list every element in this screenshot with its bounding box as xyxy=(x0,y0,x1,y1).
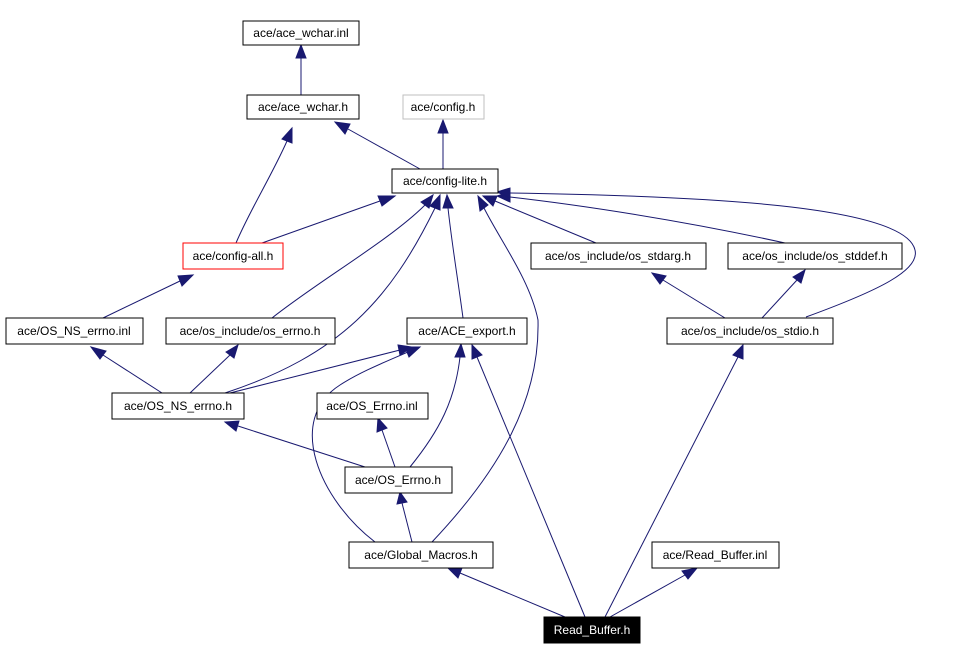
edge-os-stdio-to-os-stdarg xyxy=(650,272,726,319)
edge-global-macros-to-os-errno-h xyxy=(396,490,413,543)
edge-read-buffer-to-read-buffer-inl xyxy=(609,567,699,618)
node-os-include-os-errno-h[interactable]: ace/os_include/os_errno.h xyxy=(165,317,336,345)
node-label: ace/os_include/os_stddef.h xyxy=(742,249,887,263)
node-config-h[interactable]: ace/config.h xyxy=(402,94,485,120)
node-read-buffer-inl[interactable]: ace/Read_Buffer.inl xyxy=(651,541,780,569)
nodes: ace/ace_wchar.inl ace/ace_wchar.h ace/co… xyxy=(5,20,903,644)
node-config-all-h[interactable]: ace/config-all.h xyxy=(182,242,284,270)
edge-read-buffer-to-os-stdio xyxy=(604,343,744,618)
node-os-errno-inl[interactable]: ace/OS_Errno.inl xyxy=(316,392,429,420)
node-label: ace/ace_wchar.inl xyxy=(253,26,348,40)
node-os-stdarg-h[interactable]: ace/os_include/os_stdarg.h xyxy=(530,242,707,270)
node-label: Read_Buffer.h xyxy=(554,623,631,637)
edge-os-stddef-to-config-lite xyxy=(495,191,786,244)
node-os-ns-errno-h[interactable]: ace/OS_NS_errno.h xyxy=(111,392,245,420)
node-global-macros-h[interactable]: ace/Global_Macros.h xyxy=(348,541,494,569)
edge-read-buffer-to-global-macros xyxy=(446,567,566,618)
edge-os-errno-h-to-os-ns-errno-h xyxy=(223,420,366,468)
edge-os-errno-h-to-os-errno-inl xyxy=(376,416,396,468)
node-label: ace/Read_Buffer.inl xyxy=(663,548,768,562)
edge-os-ns-errno-h-to-inl xyxy=(89,346,163,394)
node-label: ace/os_include/os_errno.h xyxy=(180,324,321,338)
node-os-stdio-h[interactable]: ace/os_include/os_stdio.h xyxy=(666,317,834,345)
node-label: ace/OS_NS_errno.inl xyxy=(17,324,130,338)
node-label: ace/config-all.h xyxy=(193,249,274,263)
edges xyxy=(89,43,916,618)
node-config-lite-h[interactable]: ace/config-lite.h xyxy=(391,168,499,194)
node-label: ace/ace_wchar.h xyxy=(258,100,348,114)
node-label: ace/config.h xyxy=(411,100,476,114)
node-ace-export-h[interactable]: ace/ACE_export.h xyxy=(406,317,528,345)
edge-ace-wchar-h-to-ace-wchar-inl xyxy=(295,43,307,95)
node-os-ns-errno-inl[interactable]: ace/OS_NS_errno.inl xyxy=(5,317,144,345)
node-label: ace/Global_Macros.h xyxy=(364,548,477,562)
edge-os-ns-errno-h-to-os-errno-include xyxy=(189,343,239,394)
edge-os-stdarg-to-config-lite xyxy=(481,195,597,244)
edge-config-all-to-ace-wchar-h xyxy=(235,126,293,244)
edge-ace-export-to-config-lite xyxy=(442,193,464,319)
edge-os-ns-errno-inl-to-config-all xyxy=(102,274,195,319)
edge-os-ns-errno-h-to-ace-export xyxy=(229,344,414,394)
edge-config-all-to-config-lite xyxy=(261,195,397,244)
edge-os-errno-h-to-ace-export xyxy=(409,342,466,468)
edge-os-stdio-to-os-stddef xyxy=(761,268,806,319)
edge-os-errno-include-to-config-lite xyxy=(271,193,434,319)
node-label: ace/ACE_export.h xyxy=(418,324,515,338)
edge-os-stdio-to-config-lite xyxy=(495,187,916,318)
node-os-stddef-h[interactable]: ace/os_include/os_stddef.h xyxy=(727,242,903,270)
node-label: ace/os_include/os_stdio.h xyxy=(681,324,819,338)
node-label: ace/OS_Errno.h xyxy=(355,473,441,487)
node-ace-wchar-h[interactable]: ace/ace_wchar.h xyxy=(246,94,360,120)
node-label: ace/os_include/os_stdarg.h xyxy=(545,249,691,263)
node-label: ace/OS_Errno.inl xyxy=(326,399,417,413)
edge-config-lite-to-ace-wchar-h xyxy=(333,121,421,170)
edge-global-macros-to-ace-export xyxy=(311,346,422,543)
node-os-errno-h[interactable]: ace/OS_Errno.h xyxy=(344,466,453,494)
node-label: ace/config-lite.h xyxy=(403,174,487,188)
node-read-buffer-h[interactable]: Read_Buffer.h xyxy=(543,616,641,644)
edge-os-ns-errno-h-to-config-lite xyxy=(224,193,441,394)
edge-global-macros-to-config-lite xyxy=(431,194,539,543)
edge-read-buffer-to-ace-export xyxy=(471,343,586,618)
edge-config-lite-to-config-h xyxy=(437,118,449,169)
node-label: ace/OS_NS_errno.h xyxy=(124,399,232,413)
node-ace-wchar-inl[interactable]: ace/ace_wchar.inl xyxy=(242,20,360,46)
